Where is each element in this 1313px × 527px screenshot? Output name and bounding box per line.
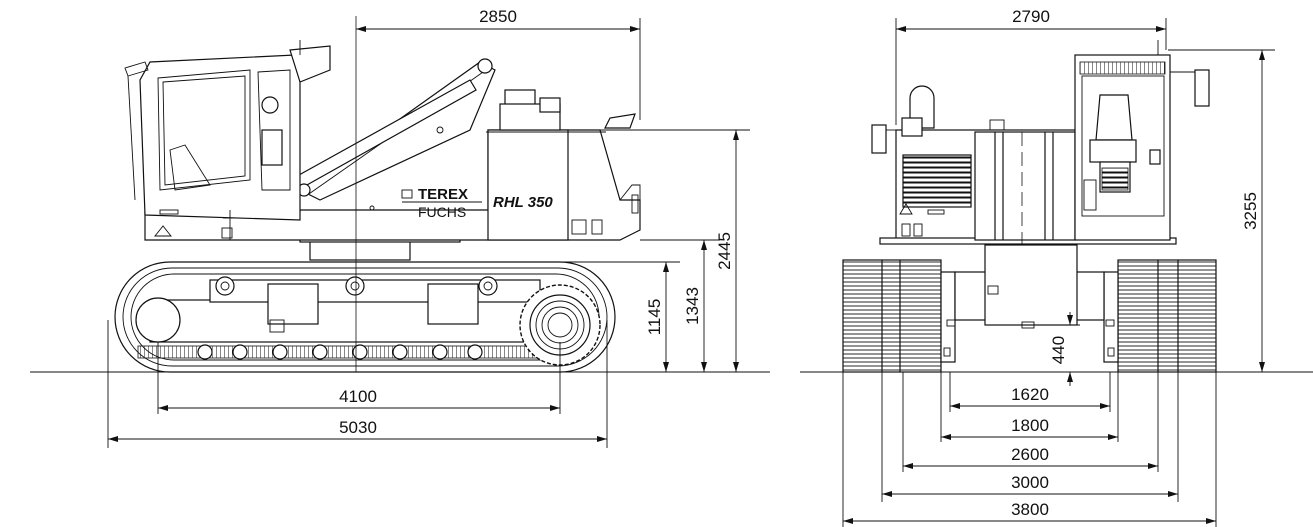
dim-width-2600: 2600	[1011, 445, 1049, 464]
dim-width-3800: 3800	[1011, 500, 1049, 519]
dim-upper-width: 2790	[1012, 7, 1050, 26]
dim-ground-clearance: 440	[1049, 336, 1068, 364]
sprocket	[519, 284, 601, 366]
side-view-machine: TEREX FUCHS RHL 350	[114, 16, 641, 373]
dim-tumbler-distance: 4100	[339, 387, 377, 406]
front-track-right	[1103, 259, 1217, 373]
front-track-left	[842, 259, 956, 373]
dim-width-3000: 3000	[1011, 473, 1049, 492]
side-boom	[289, 58, 496, 211]
front-view-machine	[842, 40, 1217, 373]
dim-overall-height: 3255	[1241, 192, 1260, 230]
brand-fuchs: FUCHS	[418, 204, 466, 220]
dim-width-1800: 1800	[1011, 416, 1049, 435]
brand-model: RHL 350	[493, 194, 553, 211]
brand-terex: TEREX	[418, 186, 468, 203]
side-branding: TEREX FUCHS RHL 350	[401, 186, 553, 220]
front-cab	[1074, 40, 1210, 241]
dim-track-length: 5030	[339, 418, 377, 437]
dim-upper-length: 2850	[479, 7, 517, 26]
front-dimensions: 2790 3255 440 1620 1800 2600 3000	[842, 7, 1275, 527]
bottom-rollers	[137, 344, 579, 360]
dim-height-upper: 1343	[683, 287, 702, 325]
dim-width-1620: 1620	[1011, 385, 1049, 404]
side-track	[114, 261, 616, 373]
dim-track-height: 1145	[645, 299, 664, 336]
side-dimensions: 2850 2445 1343 1145 4100 5030	[107, 7, 750, 448]
side-cab	[124, 40, 331, 240]
dim-height-to-cab: 2445	[715, 232, 734, 270]
